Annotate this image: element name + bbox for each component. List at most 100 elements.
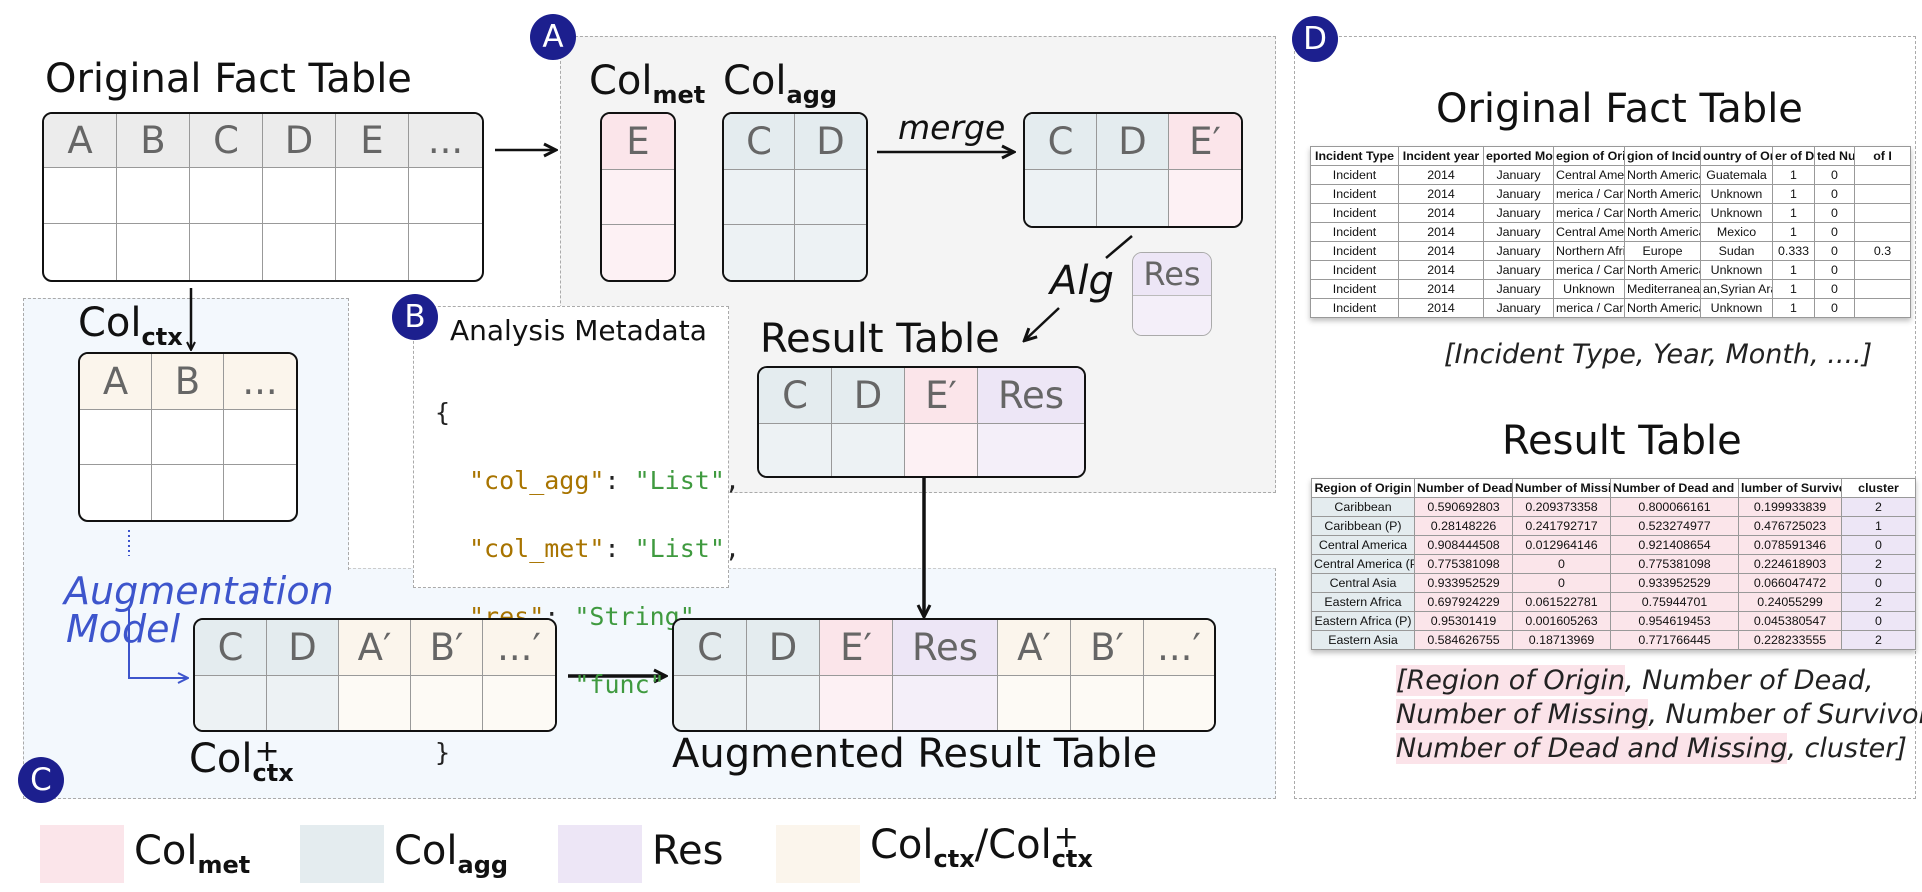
arrow-augmentation-model <box>128 606 187 678</box>
table-cell: 0 <box>1841 573 1916 593</box>
res-box: Res <box>1132 252 1212 336</box>
table-cell: 0.775381098 <box>1610 554 1739 574</box>
table-cell <box>1854 165 1911 185</box>
col-ctx-plus-label: Col+ctx <box>189 734 294 787</box>
table-cell: Caribbean <box>1311 497 1415 517</box>
table-cell: Incident <box>1310 165 1399 185</box>
table-cell: 0 <box>1814 203 1855 223</box>
metadata-entry: "res": "String", <box>469 602 710 631</box>
col-agg-label: Colagg <box>723 58 838 109</box>
table-cell: 2014 <box>1398 260 1484 280</box>
table-cell: Unknown <box>1553 279 1625 299</box>
table-cell: 0.24055299 <box>1738 592 1842 612</box>
original-fact-table: A B C D E ... <box>42 112 484 282</box>
table-cell: ...′ <box>1144 620 1214 676</box>
table-cell: Res <box>978 368 1084 424</box>
table-cell: E <box>602 114 674 170</box>
table-cell <box>1854 222 1911 242</box>
table-cell: Sudan <box>1700 241 1773 261</box>
table-header-cell: ountry of Orig <box>1700 146 1773 166</box>
table-cell: merica / Carib <box>1553 298 1625 318</box>
table-header-cell: Number of Dead and M <box>1610 478 1739 498</box>
badge-a: A <box>530 14 576 60</box>
legend-label-col-agg: Colagg <box>394 828 509 879</box>
table-cell <box>1854 298 1911 318</box>
table-cell: Eastern Africa <box>1311 592 1415 612</box>
table-cell: E′ <box>820 620 893 676</box>
table-cell: 2 <box>1841 554 1916 574</box>
table-cell: 2 <box>1841 497 1916 517</box>
table-cell: C <box>724 114 795 170</box>
table-cell: 0.078591346 <box>1738 535 1842 555</box>
table-cell: E′ <box>905 368 978 424</box>
table-cell: North America <box>1624 260 1701 280</box>
table-cell: 0.933952529 <box>1610 573 1739 593</box>
table-cell: Mediterranean <box>1624 279 1701 299</box>
caption-text: , Number of Survivors, <box>1648 699 1922 730</box>
table-header-cell: Number of Dead <box>1414 478 1513 498</box>
badge-c: C <box>18 757 64 803</box>
legend-swatch-col-agg <box>300 825 384 883</box>
table-cell: merica / Carib <box>1553 260 1625 280</box>
table-cell: 0 <box>1512 554 1611 574</box>
table-cell: A <box>44 114 117 168</box>
table-cell: Unknown <box>1700 184 1773 204</box>
table-cell: C <box>1025 114 1097 170</box>
table-cell: 0.224618903 <box>1738 554 1842 574</box>
table-cell: 1 <box>1772 222 1815 242</box>
table-cell: 0.584626755 <box>1414 630 1513 650</box>
table-cell: 0.001605263 <box>1512 611 1611 631</box>
table-cell: Eastern Asia <box>1311 630 1415 650</box>
table-cell: Central Americ <box>1553 165 1625 185</box>
col-ctx-table: A B ... <box>78 352 298 522</box>
table-cell: Incident <box>1310 279 1399 299</box>
table-cell: 2014 <box>1398 165 1484 185</box>
table-header-cell: gion of Incid <box>1624 146 1701 166</box>
table-cell: Incident <box>1310 203 1399 223</box>
table-cell: 0.75944701 <box>1610 592 1739 612</box>
table-cell: ...′ <box>483 620 555 676</box>
table-cell: A′ <box>339 620 411 676</box>
table-cell: 0.228233555 <box>1738 630 1842 650</box>
alg-label: Alg <box>1050 258 1114 304</box>
table-cell: Central America (P) <box>1311 554 1415 574</box>
table-header-cell: Region of Origin <box>1311 478 1415 498</box>
table-cell: 0 <box>1814 165 1855 185</box>
table-cell: January <box>1483 203 1554 223</box>
table-cell: C <box>759 368 832 424</box>
table-cell: January <box>1483 260 1554 280</box>
table-cell: D <box>747 620 820 676</box>
table-cell: 0 <box>1814 222 1855 242</box>
table-cell: North America <box>1624 203 1701 223</box>
table-cell: 1 <box>1772 260 1815 280</box>
table-cell: January <box>1483 222 1554 242</box>
table-cell: 0.061522781 <box>1512 592 1611 612</box>
caption-highlight: Number of Missing <box>1396 699 1649 730</box>
table-cell: 0.066047472 <box>1738 573 1842 593</box>
table-cell: 0 <box>1814 241 1855 261</box>
table-cell: 0.908444508 <box>1414 535 1513 555</box>
table-cell: Incident <box>1310 222 1399 242</box>
metadata-entry: "col_agg": "List", <box>469 466 740 495</box>
col-agg-table: C D <box>722 112 868 282</box>
table-cell: 0.476725023 <box>1738 516 1842 536</box>
table-cell: North America <box>1624 165 1701 185</box>
table-cell: January <box>1483 241 1554 261</box>
table-cell: 1 <box>1772 184 1815 204</box>
panel-b <box>413 306 729 588</box>
table-header-cell: Incident year <box>1398 146 1484 166</box>
table-cell: North America <box>1624 298 1701 318</box>
table-cell: January <box>1483 279 1554 299</box>
table-cell: Central America <box>1311 535 1415 555</box>
table-cell: E <box>336 114 409 168</box>
table-cell <box>1854 184 1911 204</box>
table-cell: Eastern Africa (P) <box>1311 611 1415 631</box>
table-cell: 0 <box>1814 260 1855 280</box>
table-cell: B′ <box>1071 620 1144 676</box>
table-cell: A <box>80 354 152 410</box>
